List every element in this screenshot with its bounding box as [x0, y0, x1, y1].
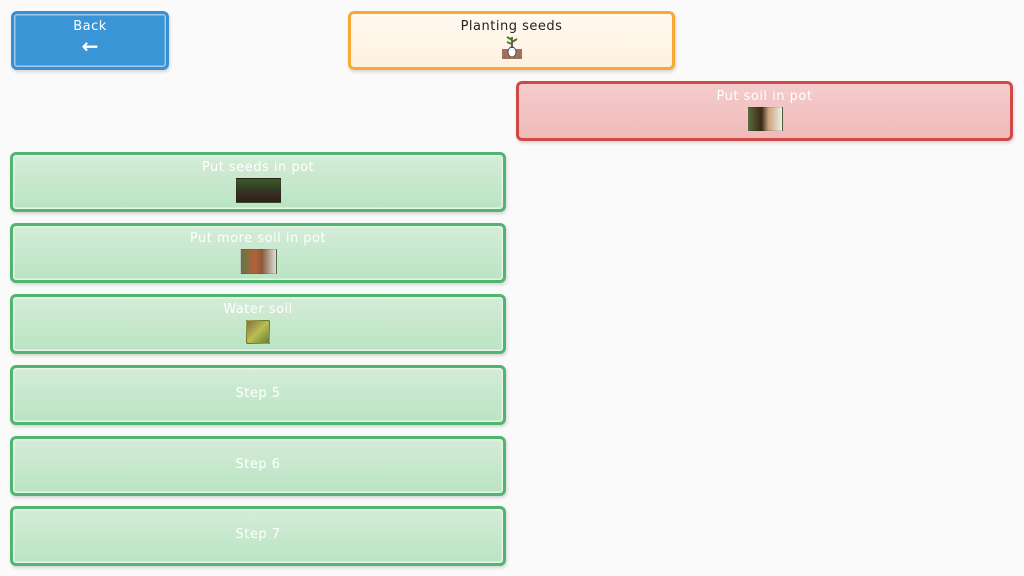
activity-title-card: Planting seeds	[348, 11, 675, 70]
step-label: Put seeds in pot	[201, 160, 315, 175]
activity-title: Planting seeds	[460, 19, 563, 34]
arrow-left-icon: ←	[81, 34, 99, 58]
step-label: Step 7	[235, 527, 281, 542]
more-soil-photo	[239, 249, 277, 274]
step-label: Step 6	[235, 457, 281, 472]
current-step-card[interactable]: Put soil in pot	[516, 81, 1013, 141]
step-card[interactable]: Step 5	[10, 365, 506, 425]
step-card[interactable]: Put more soil in pot	[10, 223, 506, 283]
step-card[interactable]: Step 7	[10, 506, 506, 566]
plant-in-soil-icon	[501, 36, 522, 59]
step-card[interactable]: Water soil	[10, 294, 506, 354]
step-card[interactable]: Step 6	[10, 436, 506, 496]
water-soil-photo	[246, 320, 270, 344]
back-label: Back	[73, 19, 107, 34]
current-step-label: Put soil in pot	[716, 89, 813, 104]
step-label: Water soil	[223, 302, 293, 317]
back-button[interactable]: Back ←	[11, 11, 169, 70]
step-label: Step 5	[235, 386, 281, 401]
step-label: Put more soil in pot	[189, 231, 327, 246]
seeds-photo	[235, 178, 281, 203]
soil-pot-photo	[746, 107, 783, 131]
step-card[interactable]: Put seeds in pot	[10, 152, 506, 212]
